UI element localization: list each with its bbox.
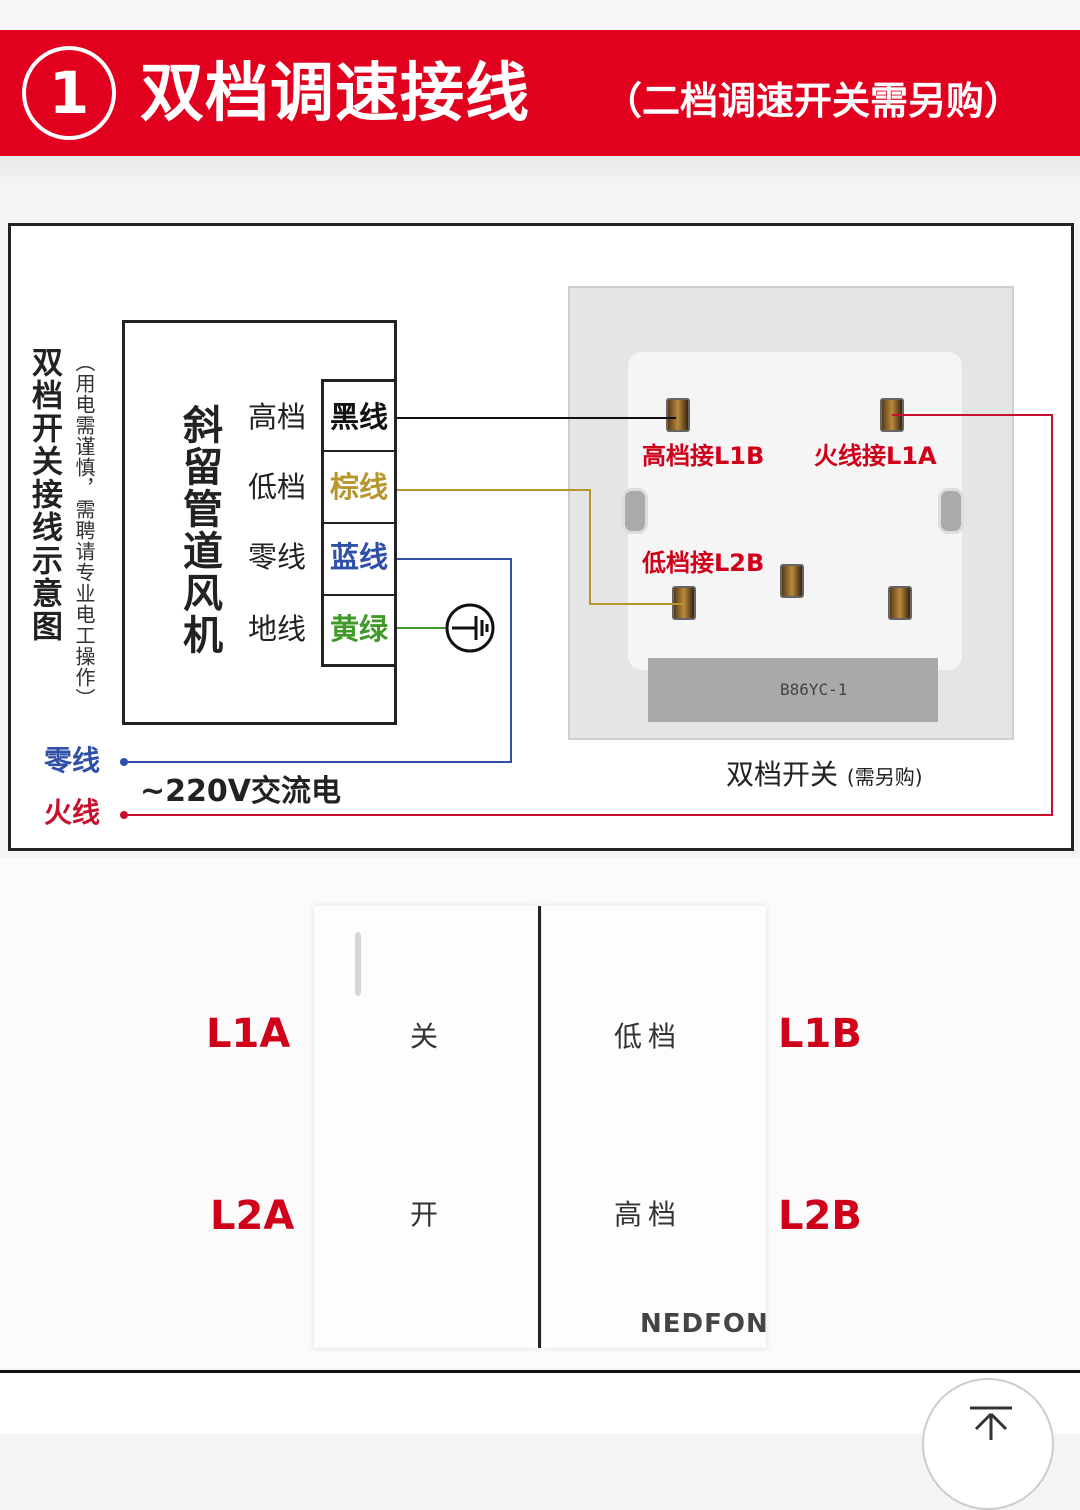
live-dot (120, 811, 128, 819)
neutral-dot (120, 758, 128, 766)
wiring-lines (120, 414, 1053, 819)
tag-high-l1b: 高档接L1B (642, 442, 765, 470)
ground-symbol-icon (445, 603, 495, 653)
back-to-top-icon (970, 1406, 1012, 1440)
tag-live-l1a: 火线接L1A (814, 442, 937, 470)
terminal-label-high: 高档 (248, 400, 307, 434)
panel-label-l1a: L1A (206, 1011, 291, 1057)
switch-caption-note: (需另购) (846, 765, 923, 789)
indicator-light (355, 932, 361, 996)
wire-brown-low (397, 489, 684, 605)
panel-label-l2a: L2A (210, 1193, 295, 1239)
panel-label-l1b: L1B (778, 1011, 862, 1057)
step-number-badge: 1 (22, 46, 116, 140)
wire-red-live (126, 414, 1053, 816)
rocker-right (542, 906, 766, 1348)
switch-back-photo: B86YC-1 (568, 286, 1014, 740)
tag-low-l2b: 低档接L2B (642, 549, 765, 577)
diagram-side-note: （用电需谨慎，需聘请专业电工操作） (72, 352, 96, 709)
terminal-label-low: 低档 (248, 470, 307, 504)
switch-caption: 双档开关 (需另购) (726, 758, 923, 794)
banner-title: 双档调速接线 (140, 57, 530, 131)
terminal-hole-l1b (666, 398, 690, 432)
neutral-line-label: 零线 (44, 744, 101, 777)
rocker-left (314, 906, 538, 1348)
terminal-divider (324, 594, 394, 596)
terminal-block (321, 379, 397, 667)
wire-name-black: 黑线 (330, 400, 389, 434)
wire-name-brown: 棕线 (330, 470, 389, 504)
mount-slot-right (938, 488, 964, 534)
rocker-divider (538, 906, 541, 1348)
terminal-divider (324, 522, 394, 524)
title-banner (0, 30, 1080, 156)
switch-model-mark: B86YC-1 (780, 680, 848, 699)
live-line-label: 火线 (44, 796, 101, 829)
terminal-hole-l2a (888, 586, 912, 620)
switch-caption-main: 双档开关 (726, 758, 839, 791)
wire-name-yellow-green: 黄绿 (330, 612, 389, 646)
rocker-text-off: 关 (410, 1020, 445, 1053)
top-strip (0, 0, 1080, 30)
bottom-bar (0, 1370, 1080, 1434)
switch-bottom-plate (648, 658, 938, 722)
diagram-side-title: 双档开关接线示意图 (26, 346, 62, 643)
terminal-label-ground: 地线 (248, 612, 307, 646)
rocker-text-on: 开 (410, 1198, 445, 1231)
wire-name-blue: 蓝线 (330, 540, 389, 574)
banner-subtitle: （二档调速开关需另购） (604, 79, 1023, 123)
terminal-label-neutral: 零线 (248, 540, 307, 574)
wire-blue-neutral (126, 558, 512, 763)
back-to-top-button[interactable] (922, 1378, 1054, 1510)
mount-slot-left (622, 488, 648, 534)
panel-label-l2b: L2B (778, 1193, 862, 1239)
brand-logo: NEDFON (640, 1309, 769, 1339)
banner-shadow (0, 156, 1080, 186)
terminal-divider (324, 450, 394, 452)
rocker-text-low: 低档 (614, 1020, 683, 1053)
rocker-text-high: 高档 (614, 1198, 683, 1231)
terminal-hole-center (780, 564, 804, 598)
voltage-label: ~220V交流电 (140, 774, 341, 809)
fan-label: 斜留管道风机 (176, 404, 222, 656)
